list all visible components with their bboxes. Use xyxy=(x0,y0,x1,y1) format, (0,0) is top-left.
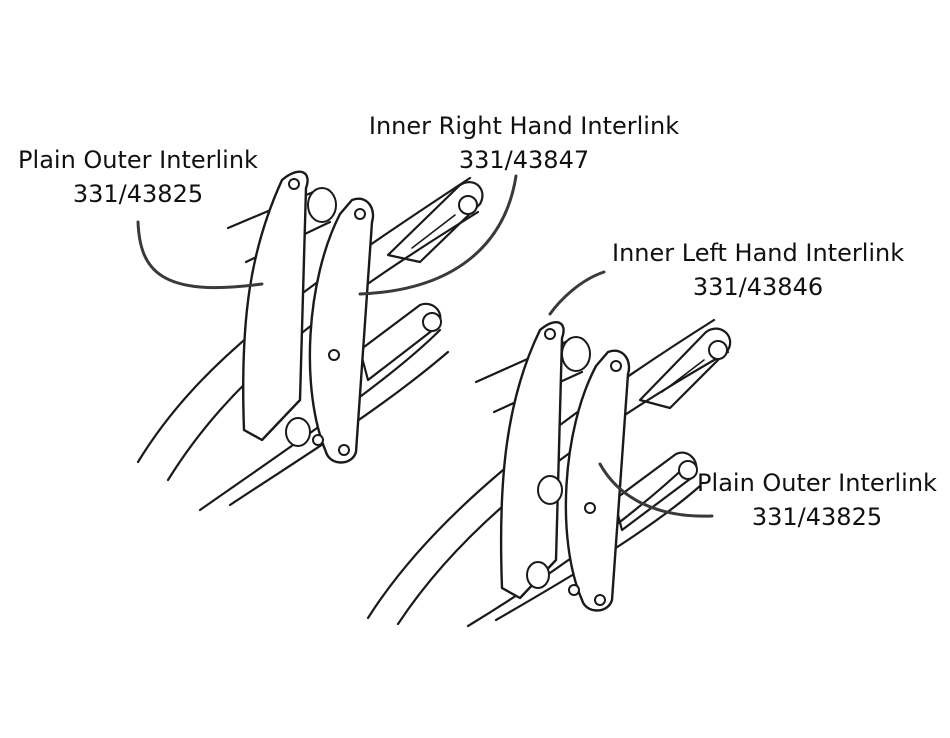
left-rear-plate-hole-top xyxy=(288,178,300,190)
left-top-bushing xyxy=(307,187,337,223)
leader-plain-outer-left xyxy=(136,220,264,289)
right-front-interlink-plate xyxy=(564,349,631,612)
callout-part-number: 331/43847 xyxy=(458,146,590,174)
right-front-plate-hole-top xyxy=(610,360,622,372)
left-upper-link xyxy=(386,181,484,264)
callout-part-number: 331/43846 xyxy=(692,273,824,301)
right-curved-arm-outer xyxy=(366,318,716,620)
right-top-bushing xyxy=(561,336,591,372)
callout-part-name: Inner Right Hand Interlink xyxy=(368,112,680,140)
right-foot-bushing-low xyxy=(526,561,550,589)
right-upper-link xyxy=(638,327,732,410)
callout-plain-outer-interlink-left: Plain Outer Interlink 331/43825 xyxy=(18,143,258,211)
leader-inner-right xyxy=(358,174,518,296)
leader-inner-left xyxy=(548,270,606,316)
left-assembly xyxy=(136,170,484,512)
callout-inner-right-hand-interlink: Inner Right Hand Interlink 331/43847 xyxy=(368,109,680,177)
left-upper-link-pin xyxy=(458,195,478,215)
right-foot-bushing xyxy=(537,475,563,505)
callout-part-number: 331/43825 xyxy=(72,180,204,208)
left-lower-link-pin xyxy=(422,312,442,332)
right-upper-link-pin xyxy=(708,340,728,360)
callout-part-name: Plain Outer Interlink xyxy=(697,469,937,497)
right-assembly xyxy=(366,318,732,628)
callout-inner-left-hand-interlink: Inner Left Hand Interlink 331/43846 xyxy=(612,236,904,304)
left-front-plate-hole-bottom-right xyxy=(338,444,350,456)
callout-part-name: Inner Left Hand Interlink xyxy=(612,239,905,267)
left-front-interlink-plate xyxy=(308,197,375,464)
right-front-plate-hole-mid xyxy=(584,502,596,514)
right-rear-plate-hole-top xyxy=(544,328,556,340)
callout-part-name: Plain Outer Interlink xyxy=(18,146,258,174)
left-upper-link-slot xyxy=(411,214,456,249)
left-rear-plate xyxy=(241,170,309,442)
right-front-plate-hole-bottom-left xyxy=(568,584,580,596)
callout-plain-outer-interlink-right: Plain Outer Interlink 331/43825 xyxy=(696,466,938,534)
left-foot-bushing xyxy=(285,417,311,447)
leader-plain-outer-right xyxy=(598,462,714,518)
right-upper-link-slot xyxy=(661,359,705,393)
left-front-plate-hole-top xyxy=(354,208,366,220)
callout-part-number: 331/43825 xyxy=(751,503,883,531)
right-rear-plate xyxy=(499,320,565,600)
right-front-plate-hole-bottom-right xyxy=(594,594,606,606)
left-front-plate-hole-bottom-left xyxy=(312,434,324,446)
left-front-plate-hole-mid xyxy=(328,349,340,361)
right-lower-link-pin xyxy=(678,460,698,480)
